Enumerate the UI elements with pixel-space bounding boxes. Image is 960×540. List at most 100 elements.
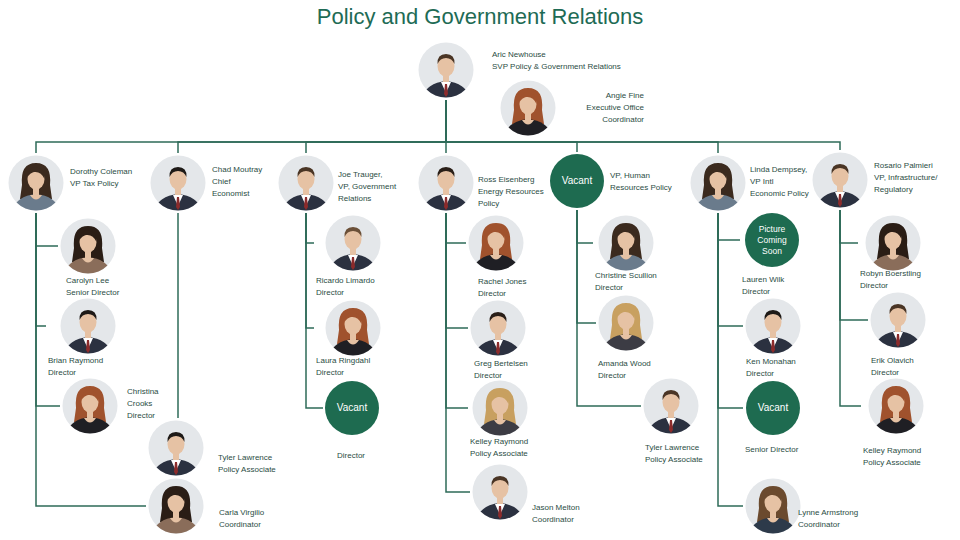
portrait-photo bbox=[745, 478, 801, 534]
photo-body bbox=[63, 337, 113, 354]
photo-figure bbox=[325, 300, 381, 356]
portrait-photo bbox=[325, 215, 381, 271]
org-card: Ricardo LimardoDirector bbox=[314, 213, 383, 301]
person-name: Rosario Palmieri bbox=[874, 160, 952, 172]
photo-neckline bbox=[522, 120, 534, 125]
person-name: Rachel Jones bbox=[478, 276, 526, 288]
photo-fringe bbox=[28, 167, 45, 179]
photo-body bbox=[646, 417, 696, 434]
reporting-line bbox=[36, 213, 58, 246]
org-card: VacantVP, Human Resources Policy bbox=[548, 152, 686, 210]
org-card: Erik OlavichDirector bbox=[868, 290, 928, 381]
photo-hair bbox=[297, 167, 314, 177]
org-card: Christina CrooksDirector bbox=[60, 376, 173, 436]
photo-body bbox=[421, 81, 471, 98]
photo-body bbox=[871, 417, 921, 434]
reporting-line bbox=[577, 210, 596, 323]
org-card: Brian RaymondDirector bbox=[46, 296, 118, 381]
photo-body bbox=[328, 254, 378, 271]
photo-body bbox=[748, 517, 798, 534]
person-title: VP, Government Relations bbox=[338, 181, 400, 205]
photo-hair bbox=[489, 312, 506, 322]
photo-background bbox=[643, 378, 699, 434]
reporting-line bbox=[36, 100, 446, 153]
photo-body bbox=[153, 194, 203, 211]
card-text: Angie FineExecutive Office Coordinator bbox=[580, 90, 644, 126]
card-text: Lauren WilkDirector bbox=[742, 274, 784, 298]
person-name: Erik Olavich bbox=[871, 355, 914, 367]
portrait-photo bbox=[643, 378, 699, 434]
portrait-photo bbox=[418, 42, 474, 98]
photo-hair bbox=[702, 163, 734, 199]
photo-figure bbox=[148, 420, 204, 476]
card-text: Brian RaymondDirector bbox=[48, 355, 103, 379]
photo-neckline bbox=[494, 420, 506, 425]
org-card: Tyler LawrencePolicy Associate bbox=[641, 376, 705, 468]
photo-figure bbox=[468, 215, 524, 271]
card-text: Erik OlavichDirector bbox=[871, 355, 914, 379]
photo-hair bbox=[512, 88, 544, 124]
org-card: Christine ScullionDirector bbox=[593, 213, 659, 296]
photo-tie bbox=[669, 420, 673, 433]
photo-background bbox=[148, 420, 204, 476]
org-card: Rachel JonesDirector bbox=[466, 213, 528, 302]
photo-hair bbox=[831, 164, 848, 174]
photo-neckline bbox=[82, 258, 94, 263]
card-text: Jason MeltonCoordinator bbox=[532, 502, 580, 526]
reporting-line bbox=[718, 213, 743, 326]
org-card: Carla VirgilioCoordinator bbox=[146, 476, 266, 536]
photo-tie bbox=[896, 334, 900, 347]
org-card: Rosario PalmieriVP, Infrastructure/ Regu… bbox=[810, 150, 954, 210]
photo-figure bbox=[472, 380, 528, 436]
person-name: Christina Crooks bbox=[127, 386, 171, 410]
photo-fringe bbox=[765, 490, 782, 502]
portrait-photo bbox=[470, 300, 526, 356]
person-title: VP, Infrastructure/ Regulatory bbox=[874, 172, 952, 196]
person-title: Policy Associate bbox=[863, 457, 921, 469]
photo-background bbox=[418, 155, 474, 211]
card-text: Robyn BoerstlingDirector bbox=[860, 268, 921, 292]
portrait-photo bbox=[865, 215, 921, 271]
person-title: Policy Associate bbox=[645, 454, 703, 466]
photo-figure bbox=[148, 478, 204, 534]
photo-body bbox=[873, 331, 923, 348]
reporting-line bbox=[446, 100, 718, 153]
person-name: Carolyn Lee bbox=[66, 275, 119, 287]
photo-tie bbox=[304, 197, 308, 210]
card-text: Rosario PalmieriVP, Infrastructure/ Regu… bbox=[874, 160, 952, 196]
card-text: Lynne ArmstrongCoordinator bbox=[798, 507, 858, 531]
photo-tie bbox=[351, 257, 355, 270]
person-name: Angie Fine bbox=[580, 90, 644, 102]
person-title: Director bbox=[127, 410, 171, 422]
photo-hair bbox=[74, 386, 106, 422]
photo-body bbox=[63, 257, 113, 274]
card-text: Christina CrooksDirector bbox=[127, 386, 171, 422]
card-text: VP, Human Resources Policy bbox=[610, 170, 684, 194]
photo-figure bbox=[865, 215, 921, 271]
photo-neckline bbox=[620, 255, 632, 260]
org-card: VacantSenior Director bbox=[743, 379, 802, 458]
photo-hair bbox=[610, 223, 642, 259]
photo-hair bbox=[662, 390, 679, 400]
org-card: VacantDirector bbox=[323, 379, 381, 464]
photo-figure bbox=[418, 155, 474, 211]
person-title: Senior Director bbox=[66, 287, 119, 299]
org-card: Kelley RaymondPolicy Associate bbox=[861, 376, 926, 471]
person-title: SVP Policy & Government Relations bbox=[492, 61, 621, 73]
photo-body bbox=[815, 191, 865, 208]
photo-hair bbox=[491, 476, 508, 486]
photo-body bbox=[748, 337, 798, 354]
photo-hair bbox=[880, 386, 912, 422]
person-title: Director bbox=[474, 370, 528, 382]
person-title: Executive Office Coordinator bbox=[580, 102, 644, 126]
reporting-line bbox=[577, 210, 593, 243]
reporting-line bbox=[306, 213, 314, 243]
photo-background bbox=[278, 155, 334, 211]
portrait-photo bbox=[472, 380, 528, 436]
card-text: Rachel JonesDirector bbox=[478, 276, 526, 300]
photo-hair bbox=[437, 167, 454, 177]
reporting-line bbox=[718, 213, 743, 408]
